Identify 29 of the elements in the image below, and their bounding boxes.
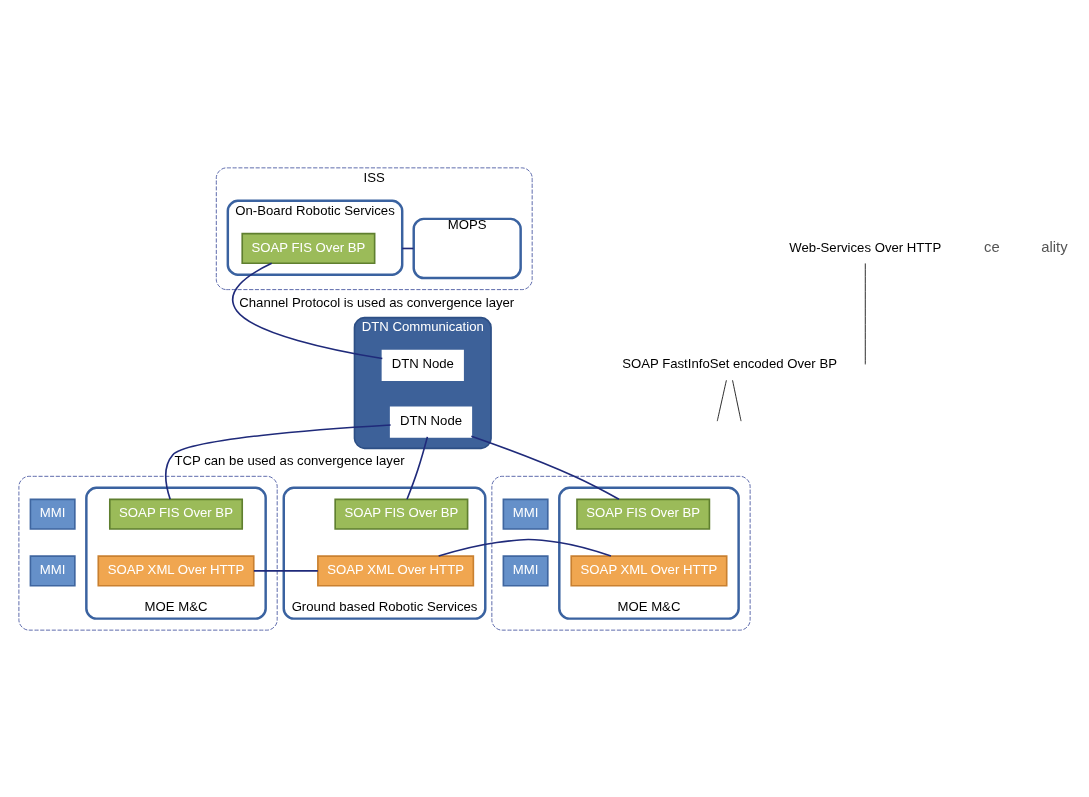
connector bbox=[253, 569, 319, 572]
edge-label: Channel Protocol is used as convergence layer bbox=[239, 294, 515, 310]
node-box: DTN Node bbox=[389, 405, 473, 438]
node-box: SOAP FIS Over BP bbox=[334, 498, 469, 530]
cluster bbox=[491, 475, 751, 631]
connector bbox=[231, 262, 384, 359]
cluster bbox=[18, 475, 278, 631]
node-box: MMI bbox=[502, 554, 549, 587]
node-box: SOAP FIS Over BP bbox=[241, 232, 376, 264]
connector bbox=[165, 423, 392, 500]
node-box: MMI bbox=[502, 498, 549, 530]
connector bbox=[437, 538, 612, 557]
node-box: SOAP XML Over HTTP bbox=[570, 554, 728, 587]
label: ce bbox=[984, 238, 1000, 255]
label: ality bbox=[1041, 238, 1068, 255]
node-box: SOAP FIS Over BP bbox=[576, 498, 711, 530]
connector bbox=[732, 379, 742, 422]
node-box: SOAP XML Over HTTP bbox=[317, 554, 475, 587]
edge-label: TCP can be used as convergence layer bbox=[174, 452, 405, 468]
node-box: MMI bbox=[29, 498, 76, 530]
node-text: Web-Services Over HTTP bbox=[789, 239, 942, 255]
connector bbox=[470, 434, 620, 500]
node-box: MMI bbox=[29, 554, 76, 587]
node-text: SOAP FastInfoSet encoded Over BP bbox=[622, 355, 837, 371]
node-box: DTN Node bbox=[381, 349, 464, 381]
node-box: SOAP XML Over HTTP bbox=[97, 554, 255, 587]
node-box: SOAP FIS Over BP bbox=[108, 498, 244, 530]
node-box: MOPS bbox=[412, 217, 522, 279]
connector bbox=[716, 379, 727, 422]
